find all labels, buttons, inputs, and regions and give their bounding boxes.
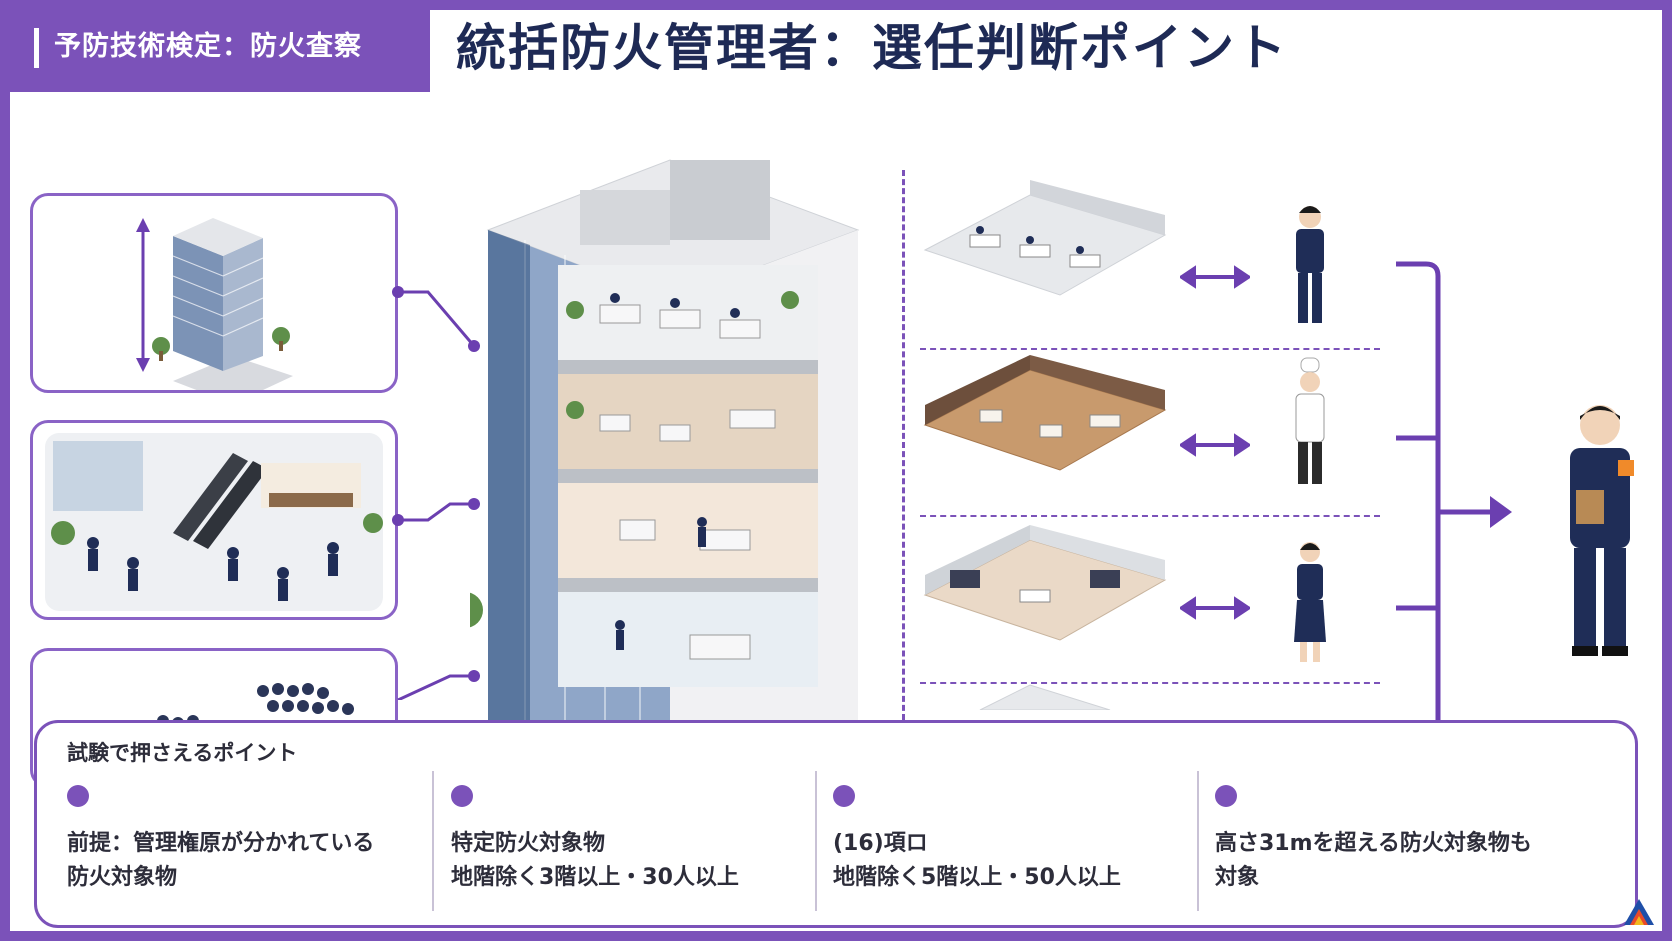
point-text: 特定防火対象物 地階除く3階以上・30人以上 [451, 831, 739, 890]
point-item: 前提：管理権原が分かれている 防火対象物 [67, 771, 427, 911]
retail-floor [923, 525, 1167, 641]
merge-arrow-icon [1490, 496, 1512, 528]
row-divider-3 [920, 682, 1380, 684]
row-divider-1 [920, 348, 1380, 350]
tag-bar [34, 28, 39, 68]
panel-heading: 試験で押さえるポイント [67, 741, 298, 765]
office-manager-figure [1296, 206, 1324, 323]
column-divider [815, 771, 817, 911]
row-divider-2 [920, 515, 1380, 517]
merge-bracket [1396, 261, 1512, 728]
bullet-dot-icon [451, 785, 473, 807]
column-divider [432, 771, 434, 911]
bullet-dot-icon [1215, 785, 1237, 807]
double-arrows [1180, 265, 1250, 620]
category-tag: 予防技術検定：防火査察 [0, 0, 430, 92]
brand-logo [1624, 899, 1654, 925]
point-text: (16)項ロ 地階除く5階以上・50人以上 [833, 831, 1121, 890]
top-border [0, 0, 1672, 10]
shopping-mall-scene [45, 433, 383, 611]
card-tall-building [30, 193, 398, 393]
point-item: (16)項ロ 地階除く5階以上・50人以上 [833, 771, 1193, 911]
restaurant-floor [923, 355, 1167, 471]
tenant-floors [923, 180, 1167, 710]
office-floor [923, 180, 1167, 296]
chef-figure [1295, 357, 1325, 484]
unified-fire-manager-figure [1570, 405, 1634, 656]
point-item: 高さ31mを超える防火対象物も 対象 [1215, 771, 1575, 911]
point-text: 高さ31mを超える防火対象物も 対象 [1215, 831, 1532, 890]
point-item: 特定防火対象物 地階除く3階以上・30人以上 [451, 771, 811, 911]
tenant-persons [1294, 206, 1326, 662]
point-text: 前提：管理権原が分かれている 防火対象物 [67, 831, 375, 890]
page-title: 統括防火管理者：選任判断ポイント [456, 19, 1288, 77]
exam-points-panel: 試験で押さえるポイント 前提：管理権原が分かれている 防火対象物 特定防火対象物… [34, 720, 1638, 928]
tall-building-icon [136, 218, 293, 390]
shop-clerk-figure [1294, 542, 1326, 662]
divider-vertical [902, 170, 905, 720]
bullet-dot-icon [833, 785, 855, 807]
bullet-dot-icon [67, 785, 89, 807]
column-divider [1197, 771, 1199, 911]
category-label: 予防技術検定：防火査察 [54, 31, 362, 62]
card-shopping-mall [30, 420, 398, 620]
card-connectors [392, 286, 480, 700]
multi-tenant-building-cutaway [470, 159, 860, 730]
